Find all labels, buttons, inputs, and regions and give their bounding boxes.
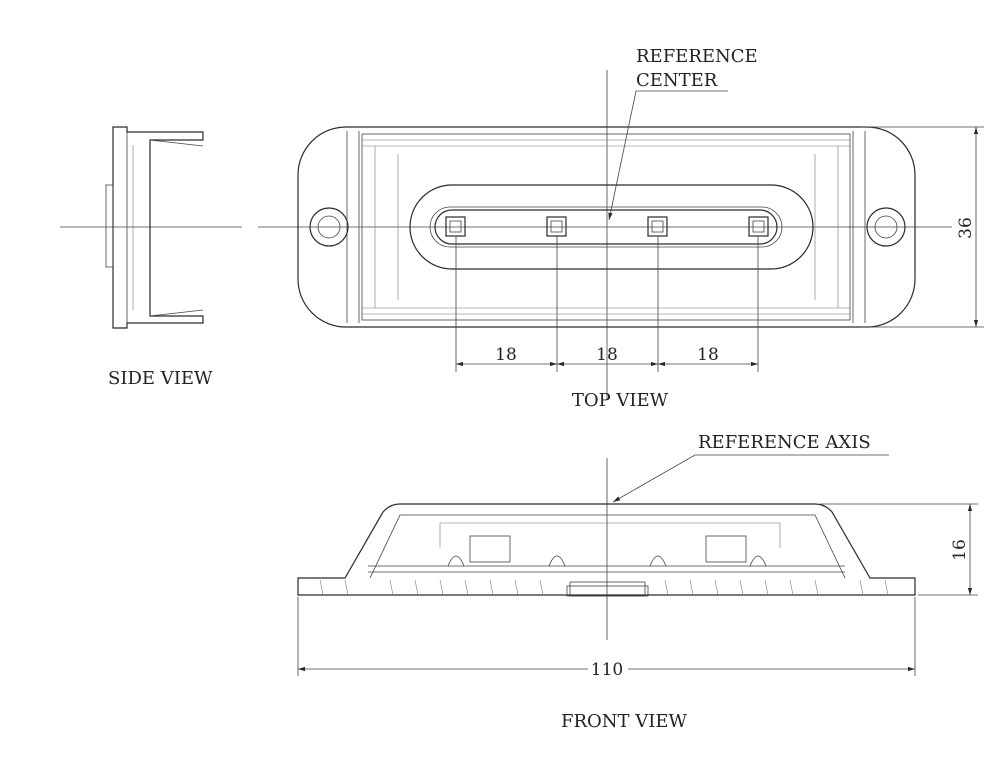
reference-center-leader <box>608 90 728 221</box>
reference-axis-label: REFERENCE AXIS <box>698 432 871 453</box>
front-view-connector-right <box>705 535 747 563</box>
dim-led-spacing-3: 18 <box>697 345 719 365</box>
led-4 <box>748 216 769 237</box>
front-view-housing <box>297 503 916 596</box>
dim-width-110: 110 <box>591 660 623 680</box>
dim-led-spacing-2: 18 <box>596 345 618 365</box>
dim-height-36: 36 <box>956 217 976 239</box>
front-view-connector-left <box>469 535 511 563</box>
front-view-bottom-tab <box>569 581 646 597</box>
led-1 <box>445 216 466 237</box>
right-mounting-hole <box>866 207 906 247</box>
front-view: 16 110 REFERENCE AXIS <box>297 432 978 680</box>
reference-center-label-line2: CENTER <box>636 70 718 91</box>
led-3 <box>647 216 668 237</box>
top-view-lens-outline <box>409 184 814 270</box>
reference-center-label-line1: REFERENCE <box>636 46 758 67</box>
reference-axis-leader <box>612 454 889 503</box>
side-view <box>60 126 242 329</box>
top-view-inner-frame <box>361 133 851 321</box>
top-view-label: TOP VIEW <box>572 390 669 411</box>
front-view-label: FRONT VIEW <box>561 711 688 732</box>
top-view: 18 18 18 36 REFERENCE CENTER <box>258 46 984 400</box>
dim-height-16: 16 <box>950 539 970 561</box>
dim-led-spacing-1: 18 <box>495 345 517 365</box>
led-2 <box>546 216 567 237</box>
side-view-tab <box>105 184 114 268</box>
top-view-outer-body <box>297 126 916 328</box>
side-view-label: SIDE VIEW <box>108 368 213 389</box>
side-view-housing <box>112 126 204 329</box>
left-mounting-hole <box>309 207 349 247</box>
top-view-led-strip <box>434 209 778 245</box>
